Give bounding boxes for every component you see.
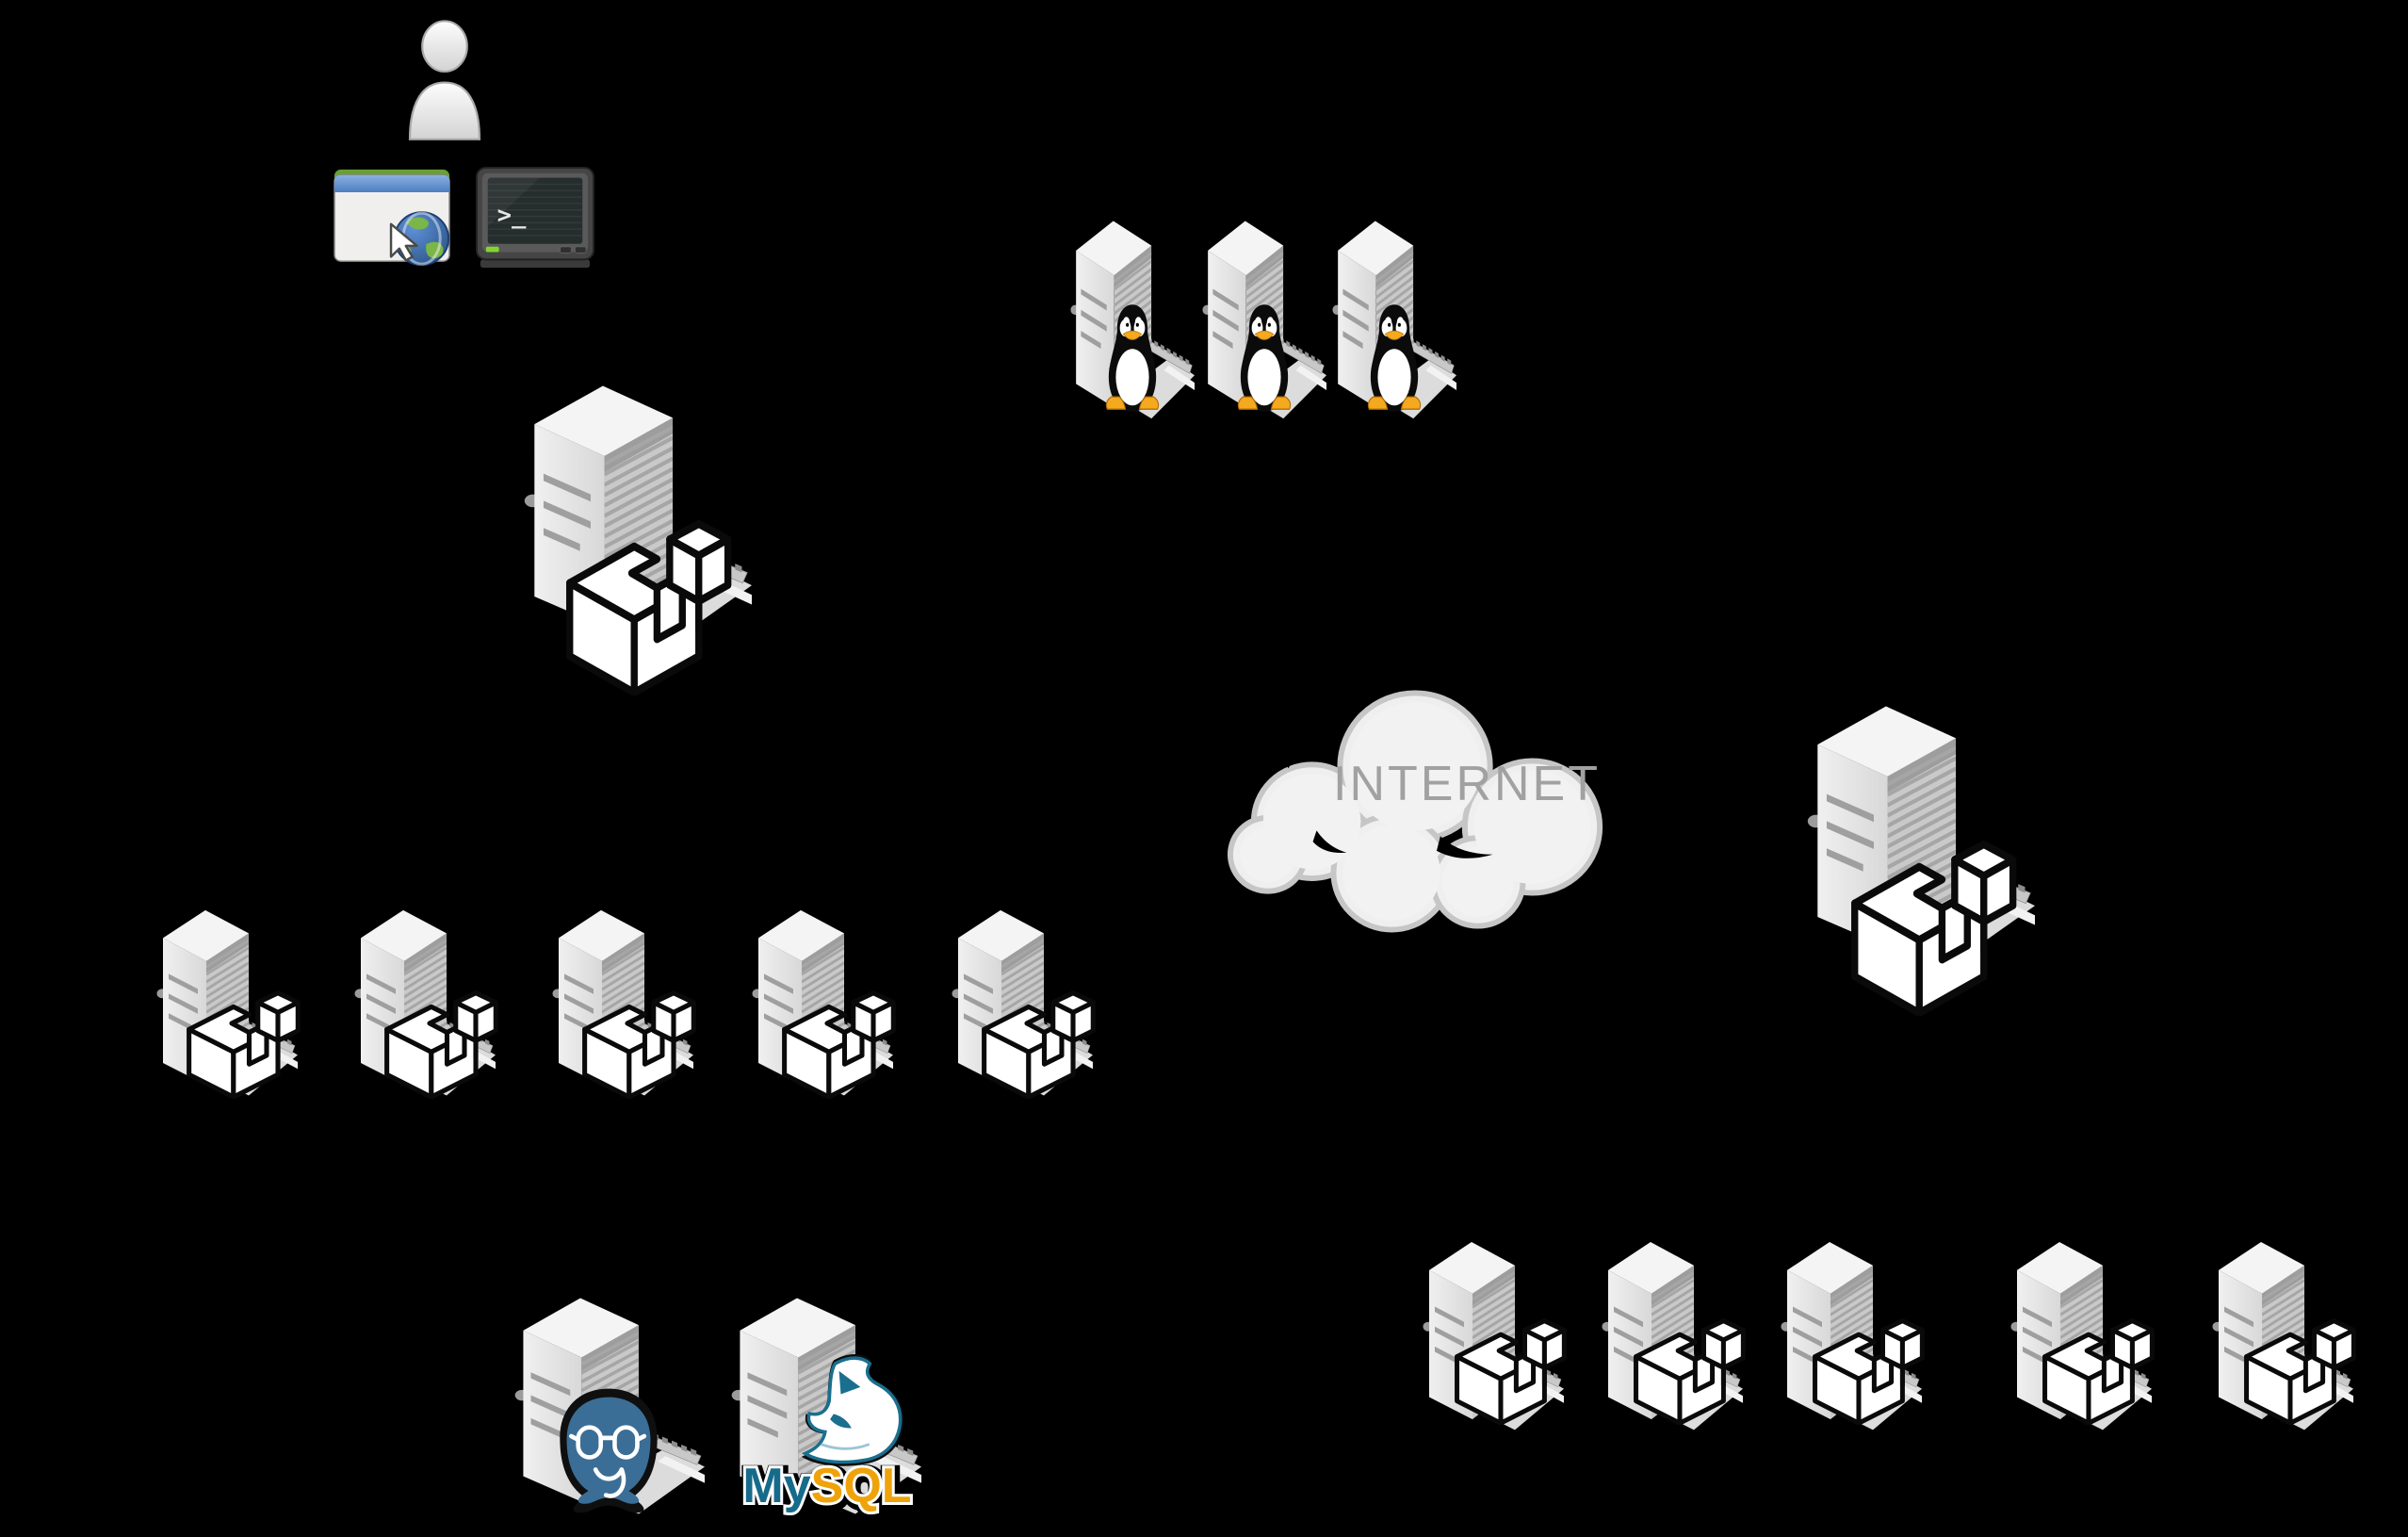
linux-server-1: [1070, 221, 1195, 418]
mysql-wordmark-shadow-sql: SQL: [813, 1462, 914, 1516]
container-host-right: [1808, 707, 2035, 1013]
mysql-wordmark-sql: SQL: [811, 1459, 912, 1513]
mysql-wordmark-shadow-my: My: [744, 1462, 812, 1516]
linux-server-3: [1332, 221, 1456, 418]
container-server-row1-2: [355, 910, 496, 1097]
internet-label: INTERNET: [1333, 757, 1601, 811]
client-tools: [334, 166, 595, 270]
mysql-server: MySQL MySQL: [732, 1298, 921, 1523]
container-server-row1-5: [952, 910, 1094, 1097]
user-node: [408, 20, 481, 140]
container-server-row1-1: [157, 910, 299, 1097]
postgresql-server: [515, 1298, 705, 1513]
container-server-row2-1: [1424, 1242, 1565, 1430]
container-server-row1-4: [753, 910, 894, 1097]
container-server-row2-4: [2011, 1242, 2153, 1430]
terminal-icon: [475, 166, 595, 270]
web-browser-icon: [334, 168, 451, 267]
linux-server-2: [1202, 221, 1326, 418]
person-icon: [408, 20, 481, 140]
svg-text:MySQL: MySQL: [742, 1459, 911, 1513]
container-server-row2-3: [1782, 1242, 1923, 1430]
internet-cloud: INTERNET: [1230, 693, 1601, 929]
container-server-row1-3: [553, 910, 694, 1097]
container-server-row2-5: [2213, 1242, 2354, 1430]
svg-text:MySQL: MySQL: [744, 1462, 913, 1516]
mysql-wordmark: MySQL MySQL: [739, 1456, 919, 1523]
container-server-row2-2: [1603, 1242, 1744, 1430]
mysql-wordmark-my: My: [742, 1459, 810, 1513]
container-host-left: [525, 386, 752, 693]
